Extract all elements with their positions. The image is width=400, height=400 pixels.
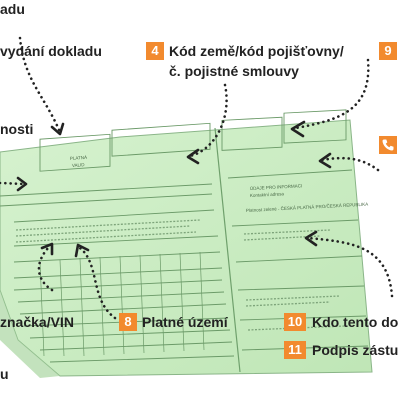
arrow-valid-territory [74, 243, 117, 320]
badge-4: 4 [146, 42, 164, 60]
arrow-who-owns [304, 230, 394, 298]
badge-10: 10 [284, 313, 306, 331]
card-text-heading: ÚDAJE PRO INFORMACI [250, 182, 303, 191]
label-signature: Podpis zástu [312, 342, 399, 358]
arrow-country-code [186, 83, 228, 165]
card-divider [214, 127, 241, 373]
label-issue-date: vydání dokladu [0, 43, 102, 59]
badge-8: 8 [119, 313, 137, 331]
label-mid-left: nosti [0, 121, 34, 137]
arrow-phone [318, 152, 380, 172]
arrow-mid-left [0, 176, 28, 192]
label-vin: značka/VIN [0, 314, 74, 330]
label-country-code-1: Kód země/kód pojišťovny/ [169, 43, 344, 59]
label-top-left: adu [0, 1, 25, 17]
label-bottom-left: u [0, 366, 9, 382]
badge-11: 11 [284, 341, 306, 359]
label-country-code-2: č. pojistné smlouvy [169, 63, 299, 79]
card-text-subheading: Kontaktní adresa [250, 191, 285, 198]
phone-glyph [382, 139, 394, 151]
card-text-valid: VALID [72, 162, 86, 168]
phone-icon [379, 136, 397, 154]
label-who-owns: Kdo tento do [312, 314, 399, 330]
arrow-vin [37, 242, 54, 292]
arrow-top-right [290, 58, 370, 138]
card-text-platna: PLATNÁ [70, 154, 88, 161]
label-valid-territory: Platné území [142, 314, 228, 330]
arrow-issue-date [18, 36, 65, 136]
badge-9: 9 [379, 42, 397, 60]
card-fold-shadow [0, 290, 60, 378]
